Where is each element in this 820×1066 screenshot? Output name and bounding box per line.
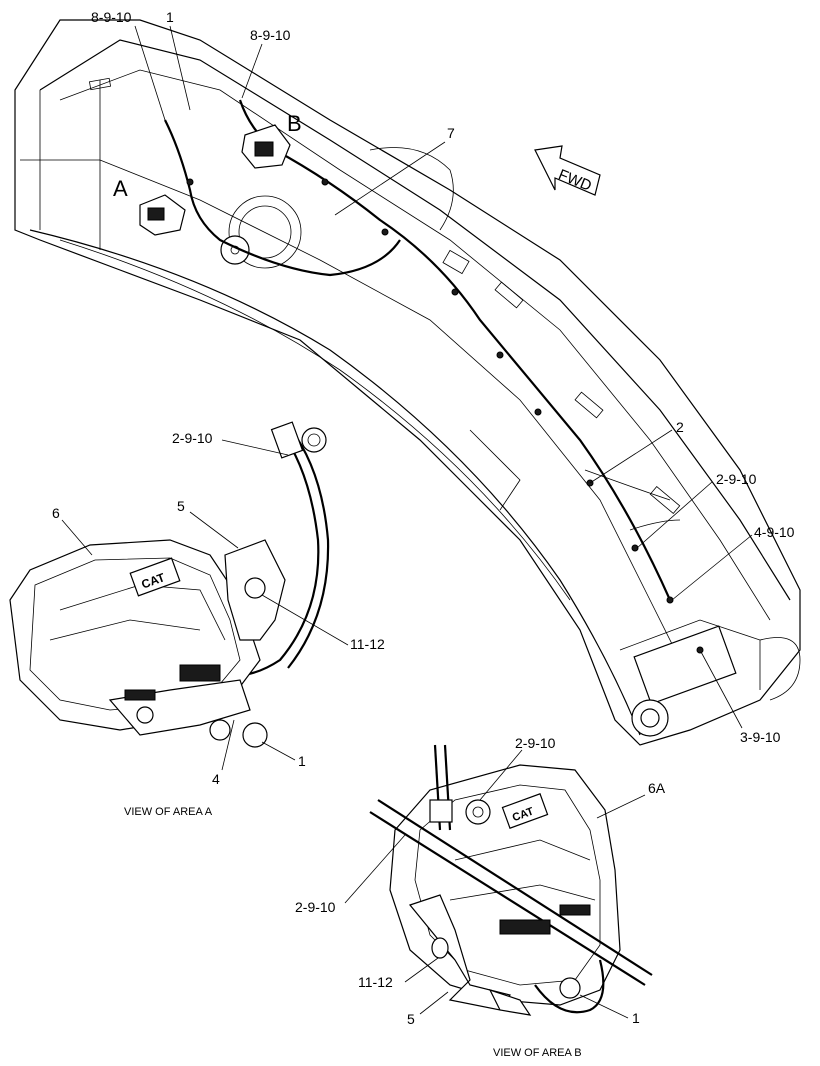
callout-a-6: 6 — [52, 505, 60, 521]
callout-8-9-10-left: 8-9-10 — [91, 9, 132, 25]
callout-a-11-12: 11-12 — [350, 636, 385, 652]
boom-structure — [14, 19, 801, 746]
fwd-arrow-icon: FWD — [534, 145, 601, 196]
callout-2-9-10-right: 2-9-10 — [716, 471, 757, 487]
caption-view-area-b: VIEW OF AREA B — [493, 1047, 582, 1059]
callout-3-9-10: 3-9-10 — [740, 729, 781, 745]
callout-a-5: 5 — [177, 498, 185, 514]
view-area-b: CAT — [369, 744, 653, 1016]
boom-callouts: 8-9-10 1 8-9-10 7 2 2-9-10 4-9-10 3-9-10 — [91, 9, 795, 745]
callout-b-1: 1 — [632, 1010, 640, 1026]
area-a-letter: A — [113, 176, 128, 201]
view-area-b-callouts: 2-9-10 6A 2-9-10 11-12 5 1 — [295, 735, 666, 1027]
area-b-light — [241, 124, 291, 169]
caption-view-area-a: VIEW OF AREA A — [124, 806, 213, 818]
callout-2: 2 — [676, 419, 684, 435]
area-a-light — [139, 194, 186, 236]
callout-b-2-9-10-top: 2-9-10 — [515, 735, 556, 751]
cat-logo-b: CAT — [501, 793, 549, 829]
callout-b-6a: 6A — [648, 780, 666, 796]
boom-harness — [164, 99, 681, 604]
callout-a-2-9-10: 2-9-10 — [172, 430, 213, 446]
callout-b-11-12: 11-12 — [358, 974, 393, 990]
callout-4-9-10: 4-9-10 — [754, 524, 795, 540]
view-area-a-callouts: 2-9-10 6 5 11-12 4 1 — [52, 430, 385, 787]
view-area-a: CAT — [9, 421, 330, 748]
callout-a-1: 1 — [298, 753, 306, 769]
callout-b-2-9-10-left: 2-9-10 — [295, 899, 336, 915]
area-b-letter: B — [287, 111, 302, 136]
callout-1-top: 1 — [166, 9, 174, 25]
callout-8-9-10-right: 8-9-10 — [250, 27, 291, 43]
callout-b-5: 5 — [407, 1011, 415, 1027]
cat-logo-a: CAT — [129, 557, 181, 597]
callout-a-4: 4 — [212, 771, 220, 787]
callout-7: 7 — [447, 125, 455, 141]
